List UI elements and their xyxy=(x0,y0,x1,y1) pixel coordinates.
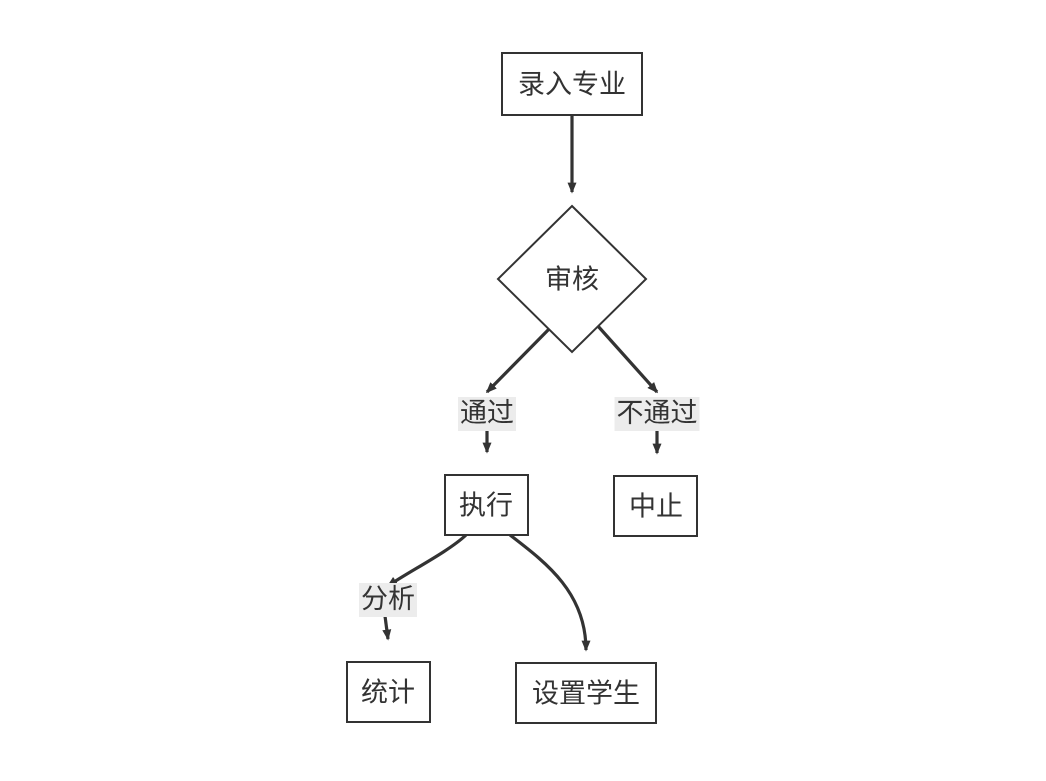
edge-label-butongguo: 不通过 xyxy=(614,397,700,431)
node-shenhe[interactable] xyxy=(496,204,648,354)
node-label-zhongzhi: 中止 xyxy=(629,491,683,522)
node-label-zhixing: 执行 xyxy=(459,490,513,521)
node-shezhi-xuesheng[interactable] xyxy=(515,662,657,724)
edge-shenhe-zhixing xyxy=(485,323,555,394)
edge-shenhe-zhongzhi xyxy=(595,323,659,394)
node-luru-zhuanye[interactable] xyxy=(501,52,643,116)
edge-zhixing-tongji xyxy=(386,533,468,588)
edge-fenxi-tongji-stub xyxy=(382,615,392,641)
node-label-tongji: 统计 xyxy=(361,677,415,708)
node-zhongzhi[interactable] xyxy=(613,475,698,537)
node-tongji[interactable] xyxy=(346,661,431,723)
node-zhixing[interactable] xyxy=(444,474,529,536)
node-label-luru-zhuanye: 录入专业 xyxy=(518,69,626,100)
node-label-shezhi-xuesheng: 设置学生 xyxy=(532,678,640,709)
edge-label-fenxi: 分析 xyxy=(359,583,417,617)
node-label-shenhe: 审核 xyxy=(545,264,599,295)
edge-label-tongguo: 通过 xyxy=(458,397,516,431)
edge-group xyxy=(382,115,662,652)
edge-zhixing-shezhixuesheng xyxy=(509,533,591,652)
node-group xyxy=(346,52,698,724)
